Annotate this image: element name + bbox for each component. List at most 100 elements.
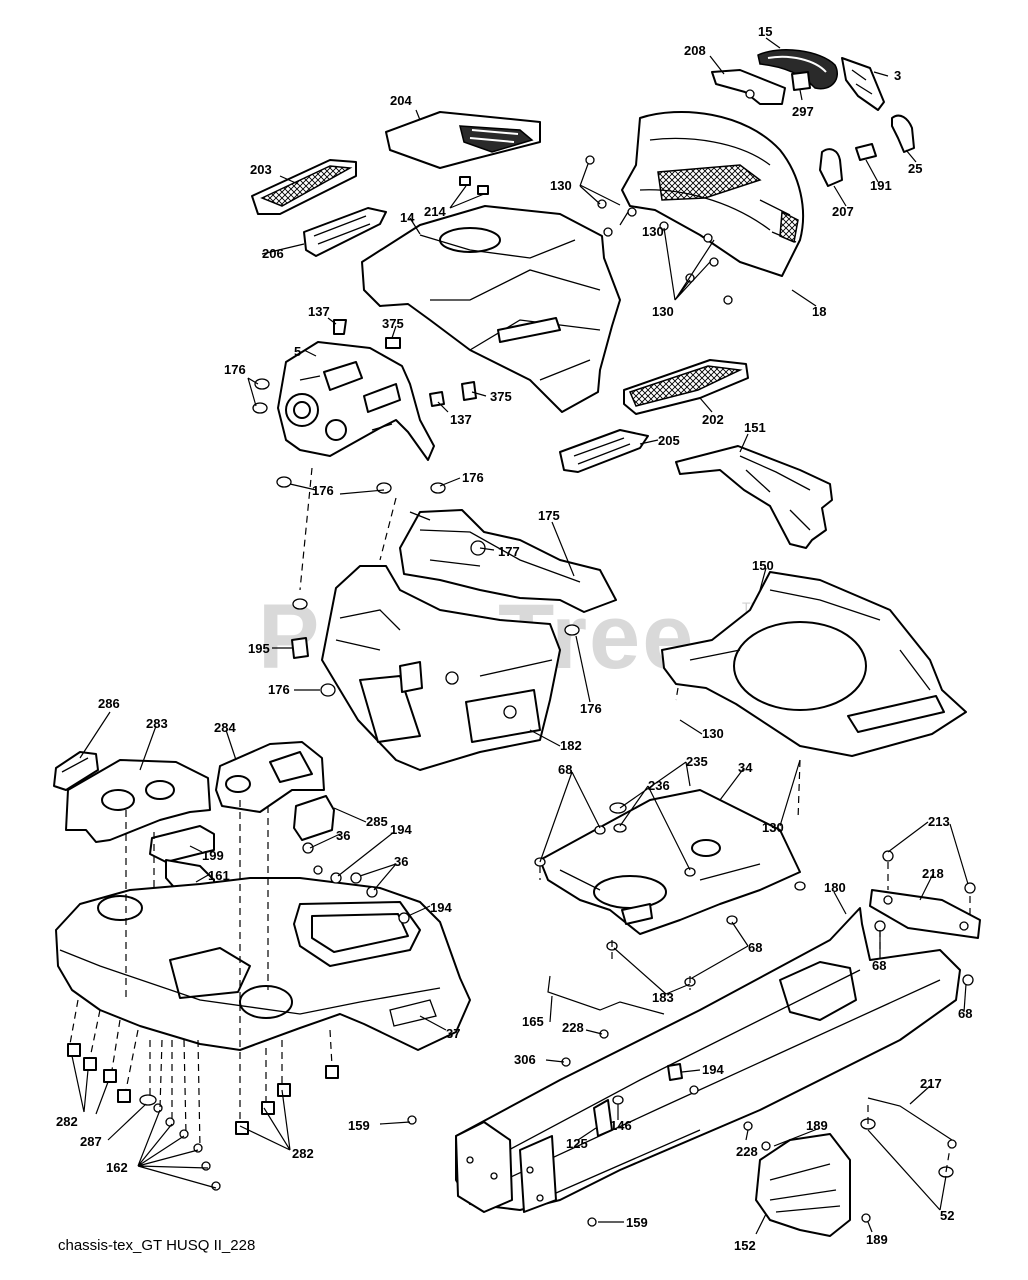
callout-189-b: 189 bbox=[866, 1232, 888, 1247]
callout-130-a: 130 bbox=[550, 178, 572, 193]
part-175-support bbox=[399, 509, 617, 613]
callout-25: 25 bbox=[908, 161, 922, 176]
leader-lines bbox=[71, 37, 969, 1235]
callout-159-a: 159 bbox=[348, 1118, 370, 1133]
callout-150: 150 bbox=[752, 558, 774, 573]
callout-204: 204 bbox=[390, 93, 412, 108]
callout-137-b: 137 bbox=[450, 412, 472, 427]
callout-195: 195 bbox=[248, 641, 270, 656]
part-214-clips bbox=[459, 176, 489, 195]
callout-214: 214 bbox=[424, 204, 446, 219]
callout-52: 52 bbox=[940, 1208, 954, 1223]
callout-130-d: 130 bbox=[702, 726, 724, 741]
part-285-pad bbox=[293, 795, 335, 841]
callout-125: 125 bbox=[566, 1136, 588, 1151]
callout-labels: 15 208 3 297 204 25 130 191 207 203 214 … bbox=[56, 24, 972, 1253]
callout-235: 235 bbox=[686, 754, 708, 769]
callout-176-b: 176 bbox=[462, 470, 484, 485]
part-218-bracket bbox=[869, 889, 981, 939]
callout-297: 297 bbox=[792, 104, 814, 119]
callout-194-a: 194 bbox=[390, 822, 412, 837]
callout-68-c: 68 bbox=[872, 958, 886, 973]
callout-3: 3 bbox=[894, 68, 901, 83]
callout-306: 306 bbox=[514, 1052, 536, 1067]
callout-176-d: 176 bbox=[268, 682, 290, 697]
part-68-bolt-right bbox=[962, 974, 974, 986]
callout-194-b: 194 bbox=[430, 900, 452, 915]
callout-228-a: 228 bbox=[562, 1020, 584, 1035]
callout-130-c: 130 bbox=[652, 304, 674, 319]
part-180-frame bbox=[455, 907, 961, 1213]
part-284-cover bbox=[215, 741, 325, 813]
part-137-clip-b bbox=[429, 391, 445, 407]
diagram-caption: chassis-tex_GT HUSQ II_228 bbox=[58, 1237, 255, 1254]
part-152-guard bbox=[755, 1133, 851, 1237]
callout-282-b: 282 bbox=[292, 1146, 314, 1161]
part-283-cover bbox=[65, 759, 211, 843]
part-203-grille bbox=[251, 159, 357, 215]
part-287-grommet bbox=[139, 1094, 157, 1106]
part-36-194-fasteners bbox=[302, 842, 410, 924]
part-14-hood bbox=[361, 205, 621, 413]
callout-130-e: 130 bbox=[762, 820, 784, 835]
part-189-bolts bbox=[761, 1141, 871, 1223]
part-207-bracket bbox=[819, 148, 843, 187]
callout-180: 180 bbox=[824, 880, 846, 895]
part-375-pad-a bbox=[385, 337, 401, 349]
part-297-clip bbox=[791, 71, 811, 91]
part-195-pad bbox=[291, 637, 309, 659]
part-208-bracket bbox=[711, 69, 786, 105]
callout-217: 217 bbox=[920, 1076, 942, 1091]
callout-286: 286 bbox=[98, 696, 120, 711]
callout-18: 18 bbox=[812, 304, 826, 319]
callout-68-a: 68 bbox=[558, 762, 572, 777]
part-37-fender bbox=[55, 877, 471, 1051]
part-217-rod bbox=[867, 1097, 957, 1149]
part-162-screws bbox=[153, 1103, 221, 1191]
callout-34: 34 bbox=[738, 760, 753, 775]
part-204-hood-top bbox=[385, 111, 541, 169]
callout-176-c: 176 bbox=[312, 483, 334, 498]
part-182-housing bbox=[321, 565, 561, 771]
callout-165: 165 bbox=[522, 1014, 544, 1029]
callout-152: 152 bbox=[734, 1238, 756, 1253]
part-137-clip-a bbox=[333, 319, 347, 335]
callout-189-a: 189 bbox=[806, 1118, 828, 1133]
callout-162: 162 bbox=[106, 1160, 128, 1175]
part-125-146-brackets bbox=[593, 1095, 624, 1137]
callout-130-b: 130 bbox=[642, 224, 664, 239]
part-205-trim bbox=[559, 429, 649, 473]
part-176-grommets-c bbox=[292, 598, 580, 697]
callout-228-b: 228 bbox=[736, 1144, 758, 1159]
callout-206: 206 bbox=[262, 246, 284, 261]
callout-207: 207 bbox=[832, 204, 854, 219]
callout-283: 283 bbox=[146, 716, 168, 731]
part-286-bracket bbox=[53, 751, 99, 791]
part-159-bolts bbox=[407, 1115, 597, 1227]
callout-375-b: 375 bbox=[490, 389, 512, 404]
part-375-pad-b bbox=[461, 381, 477, 401]
callout-213: 213 bbox=[928, 814, 950, 829]
part-191-clip bbox=[855, 143, 877, 161]
part-165-rod bbox=[547, 975, 665, 1015]
callout-36-a: 36 bbox=[336, 828, 350, 843]
callout-194-c: 194 bbox=[702, 1062, 724, 1077]
part-176-grommets-a bbox=[252, 378, 270, 414]
callout-176-a: 176 bbox=[224, 362, 246, 377]
part-177-clip bbox=[470, 540, 486, 556]
callout-202: 202 bbox=[702, 412, 724, 427]
callout-37: 37 bbox=[446, 1026, 460, 1041]
part-15-trim bbox=[757, 49, 838, 90]
callout-191: 191 bbox=[870, 178, 892, 193]
callout-203: 203 bbox=[250, 162, 272, 177]
callout-205: 205 bbox=[658, 433, 680, 448]
callout-5: 5 bbox=[294, 344, 301, 359]
callout-137-a: 137 bbox=[308, 304, 330, 319]
part-52-washers bbox=[860, 1118, 954, 1178]
part-150-floor-pan bbox=[661, 571, 967, 757]
callout-159-b: 159 bbox=[626, 1215, 648, 1230]
callout-284: 284 bbox=[214, 720, 236, 735]
callout-177: 177 bbox=[498, 544, 520, 559]
part-202-grille bbox=[623, 359, 749, 415]
